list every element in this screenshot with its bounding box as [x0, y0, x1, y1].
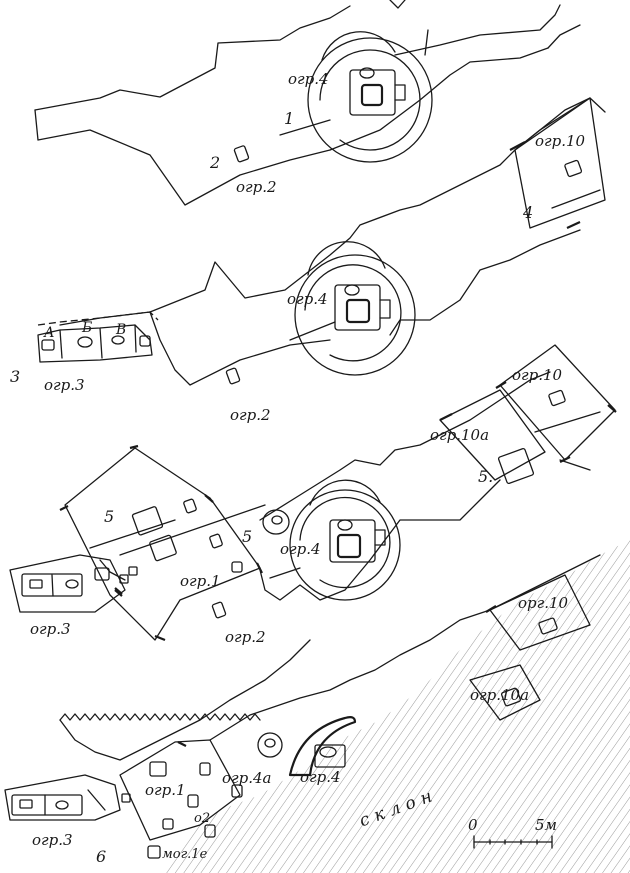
label-fence-3-c: огр.3 — [32, 831, 73, 849]
label-fence-10a-a: огр.10а — [430, 426, 489, 444]
label-fence-10-c: орг.10 — [518, 594, 569, 612]
label-fence-4-a: огр.4 — [288, 70, 329, 88]
label-fence-10-b: огр.10 — [512, 366, 563, 384]
label-fence-1-b: огр.1 — [145, 781, 186, 799]
panel-2: огр.10 4 А Б В 3 огр.3 огр.4 огр.2 — [10, 97, 606, 424]
label-fence-2-a: огр.2 — [236, 178, 277, 196]
number-2: 2 — [209, 153, 220, 172]
label-fence-2-c: огр.2 — [225, 628, 266, 646]
label-fence-4-b: огр.4 — [287, 290, 328, 308]
number-3: 3 — [10, 367, 20, 386]
number-6: 6 — [96, 847, 106, 866]
letter-a: А — [43, 325, 55, 341]
number-5-b: 5 — [242, 527, 252, 546]
label-fence-4-c: огр.4 — [280, 540, 321, 558]
label-fence-2-b: огр.2 — [230, 406, 271, 424]
number-5-a: 5 — [104, 507, 114, 526]
panel-3: 5 5 огр.1 огр.3 огр.4 огр.2 огр.10 — [9, 344, 617, 646]
slope-hatching — [160, 540, 630, 873]
label-fence-3-b: огр.3 — [30, 620, 71, 638]
label-fence-4-d: огр.4 — [300, 768, 341, 786]
number-5-dot: 5. — [478, 467, 493, 486]
label-fence-10a-b: огр.10а — [470, 686, 529, 704]
scale-bar: 0 5м — [468, 816, 557, 849]
scale-end-label: 5м — [535, 816, 557, 834]
letter-v: В — [115, 322, 126, 338]
label-fence-1-a: огр.1 — [180, 572, 221, 590]
panel-1-outline — [34, 5, 351, 111]
number-1: 1 — [284, 109, 294, 128]
label-fence-10-a: огр.10 — [535, 132, 586, 150]
panel-1: огр.4 1 2 огр.2 — [34, 0, 581, 206]
scale-start-label: 0 — [468, 816, 478, 834]
label-o2: о2 — [194, 811, 210, 826]
letter-b: Б — [81, 320, 92, 336]
number-4: 4 — [522, 203, 533, 222]
label-fence-4a: огр.4а — [222, 769, 271, 787]
label-grave-1e: мог.1е — [162, 847, 208, 862]
label-fence-3-a: огр.3 — [44, 376, 85, 394]
panel-4: орг.10 огр.10а огр.4 огр.4а огр.1 о2 огр… — [4, 540, 630, 873]
